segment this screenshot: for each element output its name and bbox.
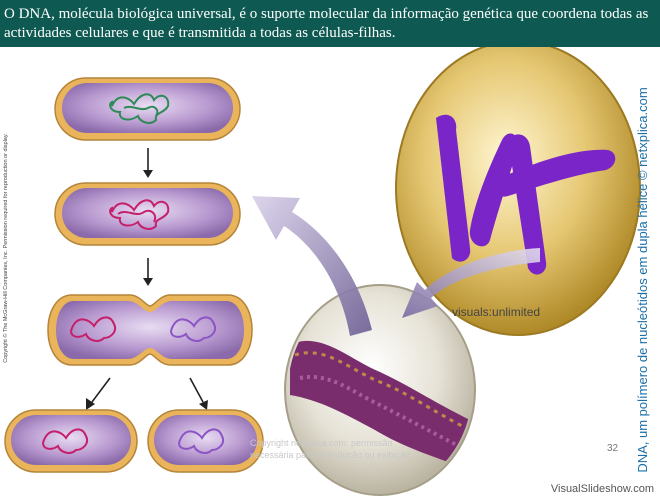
title-banner: O DNA, molécula biológica universal, é o… xyxy=(0,0,660,47)
cell-division-illustration: visuals:unlimited xyxy=(0,47,660,500)
watermark-line1: Copyright netxplica.com: permissão xyxy=(250,437,490,449)
watermark-line2: necessária para reprodução ou exibição xyxy=(250,449,490,461)
arrow-down-left-icon xyxy=(92,378,110,402)
slide-title: O DNA, molécula biológica universal, é o… xyxy=(4,5,654,43)
large-arrow-icon xyxy=(252,196,372,336)
dna-micrograph-lens xyxy=(285,285,475,495)
bacterial-cell-1 xyxy=(55,78,240,140)
bacterial-cell-2 xyxy=(55,183,240,245)
watermark: Copyright netxplica.com: permissão neces… xyxy=(250,437,490,461)
vertical-caption: DNA, um polímero de nucleótidos em dupla… xyxy=(635,80,651,480)
arrow-down-right-icon xyxy=(190,378,203,402)
daughter-cell-right xyxy=(148,410,263,472)
brand-footer[interactable]: VisualSlideshow.com xyxy=(551,483,654,495)
daughter-cell-left xyxy=(5,410,137,472)
page-number: 32 xyxy=(607,443,618,454)
image-credit: visuals:unlimited xyxy=(452,305,540,319)
arrow-down-icon xyxy=(143,170,153,178)
dividing-cell xyxy=(48,295,252,365)
arrow-down-icon xyxy=(143,278,153,286)
